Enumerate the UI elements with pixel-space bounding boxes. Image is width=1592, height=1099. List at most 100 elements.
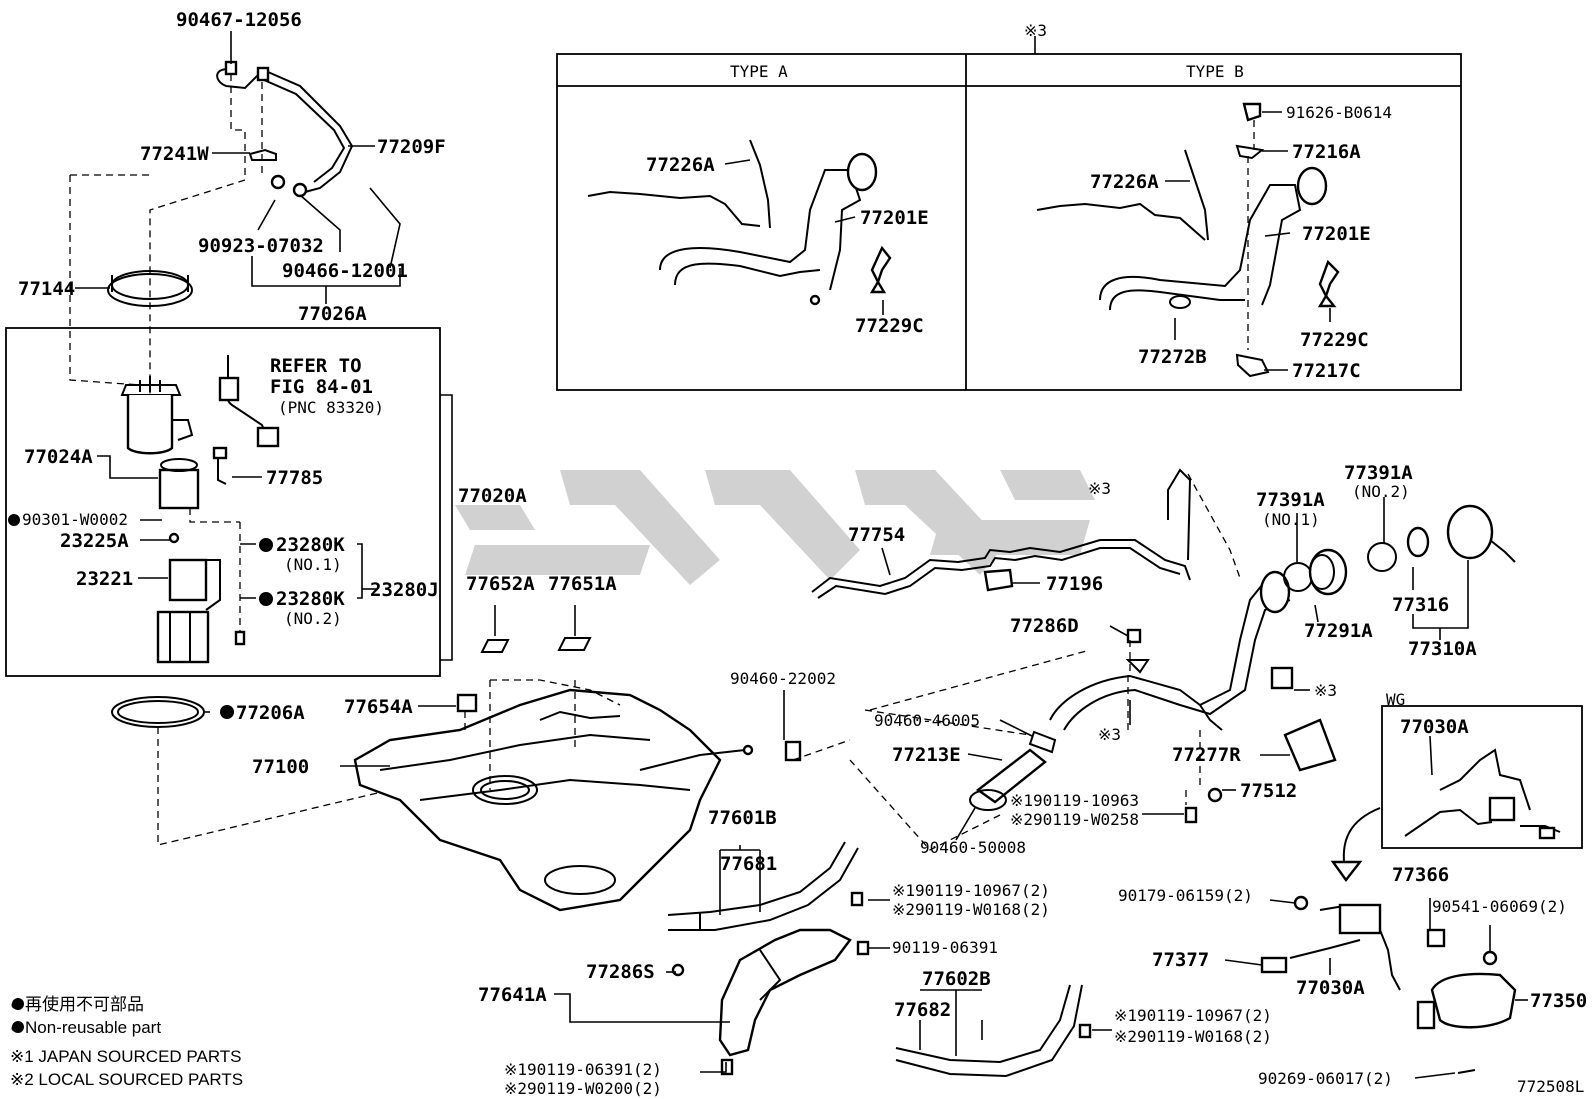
callout-type-box: ※3 [1024, 21, 1047, 40]
tank-band-77602B [895, 984, 1083, 1078]
part-label: 90541-06069(2) [1432, 897, 1567, 916]
part-label: ※3 [1088, 479, 1111, 498]
part-label: 23280J [370, 579, 439, 601]
filler-cap-set [1283, 504, 1516, 596]
refer-note-line2: FIG 84-01 [270, 376, 373, 398]
part-label: 90467-12056 [176, 9, 302, 31]
part-label: 23225A [60, 530, 129, 552]
part-label: 77196 [1046, 573, 1103, 595]
part-label: 77226A [1090, 171, 1159, 193]
part-label: 77100 [252, 756, 309, 778]
part-label: 90269-06017(2) [1258, 1069, 1393, 1088]
part-label: 77754 [848, 524, 905, 546]
part-label: 77291A [1304, 620, 1373, 642]
figure-number: 772508L [1517, 1077, 1584, 1096]
part-label: 77377 [1152, 949, 1209, 971]
non-reusable-markers [8, 514, 273, 1033]
refer-note-line3: (PNC 83320) [278, 398, 384, 417]
legend-non-reusable: ● Non-reusable part [10, 1018, 161, 1037]
leader-lines [75, 31, 1528, 1079]
part-label: 77226A [646, 154, 715, 176]
view-arrow [1342, 807, 1381, 871]
part-label: 90460-50008 [920, 838, 1026, 857]
part-label: 77682 [894, 999, 951, 1021]
part-label: 77316 [1392, 594, 1449, 616]
part-label: 77030A [1400, 716, 1469, 738]
part-label: 77310A [1408, 638, 1477, 660]
part-label: 77681 [720, 853, 777, 875]
fuel-tank [353, 688, 754, 912]
type-a-filler [587, 139, 892, 306]
part-label: 77229C [855, 315, 924, 337]
part-label: 77512 [1240, 780, 1297, 802]
part-label: 77391A [1344, 462, 1413, 484]
part-label: 90460-46005 [874, 711, 980, 730]
part-label: ※190119-10967(2) [1114, 1006, 1272, 1025]
part-label: 77641A [478, 984, 547, 1006]
refer-note-line1: REFER TO [270, 355, 362, 377]
part-label: ※290119-W0168(2) [892, 900, 1050, 919]
pump-assembly-frame [5, 327, 441, 677]
part-label: 77216A [1292, 141, 1361, 163]
breather-line [811, 468, 1192, 599]
part-label: 77201E [1302, 223, 1371, 245]
part-label: 77026A [298, 303, 367, 325]
part-label: 77020A [458, 485, 527, 507]
part-label: 77241W [140, 143, 209, 165]
part-label: 23221 [76, 568, 133, 590]
part-label: 77652A [466, 573, 535, 595]
legend-jp: ● 再使用不可部品 [10, 994, 144, 1014]
type-a-header: TYPE A [730, 62, 788, 81]
part-label: 77277R [1172, 744, 1241, 766]
part-label: 77024A [24, 446, 93, 468]
tank-band-77601B [667, 841, 859, 931]
wg-opener-detail [1404, 748, 1561, 840]
part-labels: 90467-12056 77241W 77209F 90923-07032 90… [18, 9, 1587, 1098]
part-label: 77785 [266, 467, 323, 489]
part-label: 90179-06159(2) [1118, 886, 1253, 905]
part-label: 77651A [548, 573, 617, 595]
part-label: 77209F [377, 136, 446, 158]
filler-hose-77213E [975, 748, 1047, 804]
part-label: 90301-W0002 [22, 510, 128, 529]
tank-protector-77641A [718, 928, 852, 1057]
pad-77651A [557, 637, 592, 651]
part-label: 77206A [236, 702, 305, 724]
part-label: ※290119-W0168(2) [1114, 1027, 1272, 1046]
part-label: (NO.1) [284, 555, 342, 574]
part-label: 90119-06391 [892, 938, 998, 957]
part-label: 77391A [1256, 489, 1325, 511]
part-label: 77144 [18, 278, 75, 300]
part-label: 77272B [1138, 346, 1207, 368]
part-label: ※190119-06391(2) [504, 1060, 662, 1079]
part-label: 77229C [1300, 329, 1369, 351]
part-label: 77602B [922, 968, 991, 990]
part-label: 77350 [1530, 990, 1587, 1012]
part-label: 77286D [1010, 615, 1079, 637]
part-label: 90466-12001 [282, 260, 408, 282]
part-label: 23280K [276, 588, 345, 610]
fuel-pump-assembly [107, 270, 221, 664]
part-label: (NO.2) [1352, 482, 1410, 501]
part-label: ※3 [1314, 681, 1337, 700]
filler-pipe [1049, 570, 1337, 772]
part-label: 91626-B0614 [1286, 103, 1392, 122]
part-label: 77217C [1292, 360, 1361, 382]
part-label: (NO.2) [284, 609, 342, 628]
part-label: 77213E [892, 744, 961, 766]
part-label: 77030A [1296, 977, 1365, 999]
part-label: ※290119-W0258 [1010, 810, 1139, 829]
part-label: 90923-07032 [198, 235, 324, 257]
part-label: 77366 [1392, 864, 1449, 886]
part-label: ※190119-10967(2) [892, 881, 1050, 900]
wg-label: WG [1386, 690, 1405, 709]
part-label: 77654A [344, 696, 413, 718]
part-label: ※3 [1098, 725, 1121, 744]
vent-line-assembly [216, 60, 354, 198]
pad-77652A [480, 639, 510, 653]
part-label: (NO.1) [1262, 510, 1320, 529]
part-label: 77601B [708, 807, 777, 829]
part-label: 77201E [860, 207, 929, 229]
part-label: 77286S [586, 961, 655, 983]
